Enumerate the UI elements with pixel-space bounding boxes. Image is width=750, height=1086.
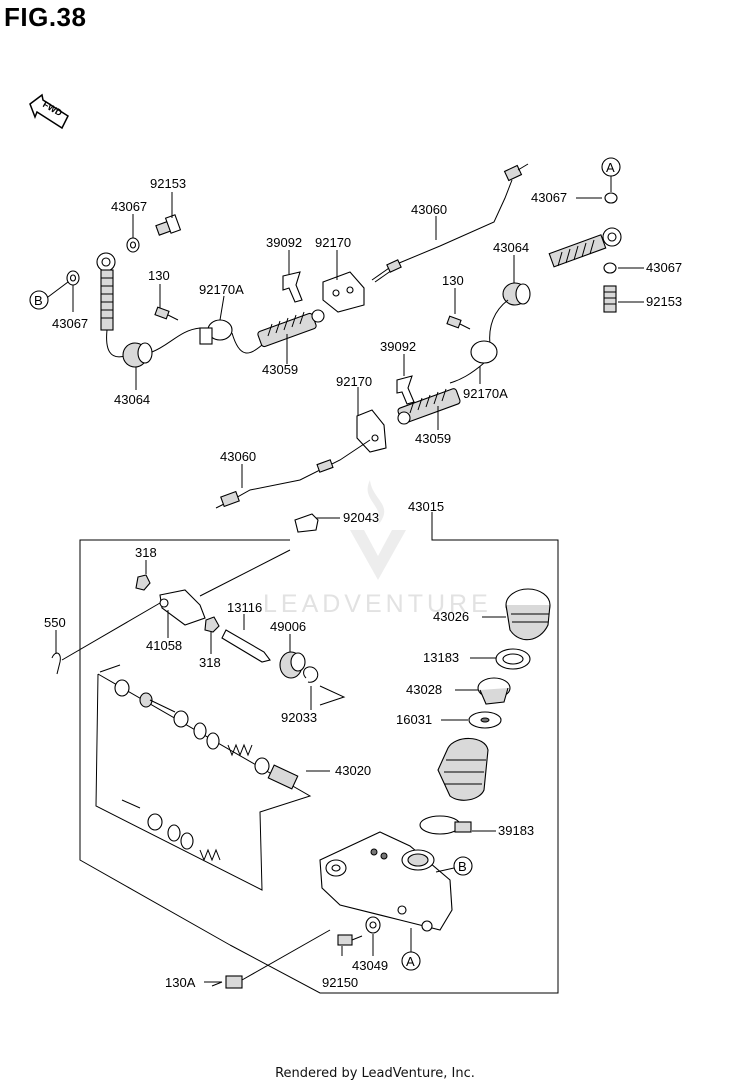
part-label: 130	[442, 273, 464, 288]
part-label: 43049	[352, 958, 388, 973]
part-label: 13116	[227, 600, 262, 615]
part-label: 92170	[315, 235, 351, 250]
part-label: 43015	[408, 499, 444, 514]
part-label: 43026	[433, 609, 469, 624]
part-label: 92170	[336, 374, 372, 389]
fwd-arrow-icon: FWD	[29, 93, 69, 130]
reference-marker-a-body: A	[401, 928, 421, 971]
part-label: 43064	[493, 240, 529, 255]
part-label: 43059	[262, 362, 298, 377]
part-label: 92150	[322, 975, 358, 990]
part-label: 43028	[406, 682, 442, 697]
part-label: 16031	[396, 712, 432, 727]
part-label: 49006	[270, 619, 306, 634]
part-label: 92033	[281, 710, 317, 725]
part-label: 43067	[52, 316, 88, 331]
part-label: 43060	[411, 202, 447, 217]
watermark: LEADVENTURE	[263, 590, 492, 618]
reference-marker-b-left: B	[29, 281, 69, 310]
part-label: 130	[148, 268, 170, 283]
leader-lines	[55, 192, 644, 983]
part-label: 92170A	[199, 282, 244, 297]
svg-text:B: B	[34, 293, 43, 308]
footer-credit: Rendered by LeadVenture, Inc.	[275, 1066, 475, 1081]
cable-assembly-right	[215, 192, 622, 509]
part-label: 550	[44, 615, 66, 630]
part-label: 39092	[380, 339, 416, 354]
cable-assembly-upper-center	[282, 163, 529, 313]
part-label: 92153	[646, 294, 682, 309]
part-label: 43064	[114, 392, 150, 407]
svg-text:B: B	[458, 859, 467, 874]
part-label: 43059	[415, 431, 451, 446]
part-label: 43067	[111, 199, 147, 214]
reservoir-parts	[211, 588, 551, 989]
part-label: 43067	[646, 260, 682, 275]
svg-text:A: A	[406, 954, 415, 969]
part-label: 92153	[150, 176, 186, 191]
part-label: 43060	[220, 449, 256, 464]
part-label: 43020	[335, 763, 371, 778]
part-label: 13183	[423, 650, 459, 665]
part-label: 318	[199, 655, 221, 670]
part-label: 43067	[531, 190, 567, 205]
part-label: 39183	[498, 823, 534, 838]
reference-marker-b-body: B	[435, 856, 473, 876]
figure-title: FIG.38	[4, 2, 87, 32]
part-label: 92043	[343, 510, 379, 525]
part-label: 41058	[146, 638, 182, 653]
part-label: 130A	[165, 975, 196, 990]
part-label: 92170A	[463, 386, 508, 401]
svg-text:A: A	[606, 160, 615, 175]
watermark-logo-icon	[350, 480, 406, 580]
part-label: 39092	[266, 235, 302, 250]
part-labels: 92153 43067 43067 130 92170A 43059 43064…	[44, 176, 682, 990]
part-label: 318	[135, 545, 157, 560]
cable-assembly-left	[66, 214, 325, 368]
reference-marker-a-top: A	[601, 157, 621, 192]
